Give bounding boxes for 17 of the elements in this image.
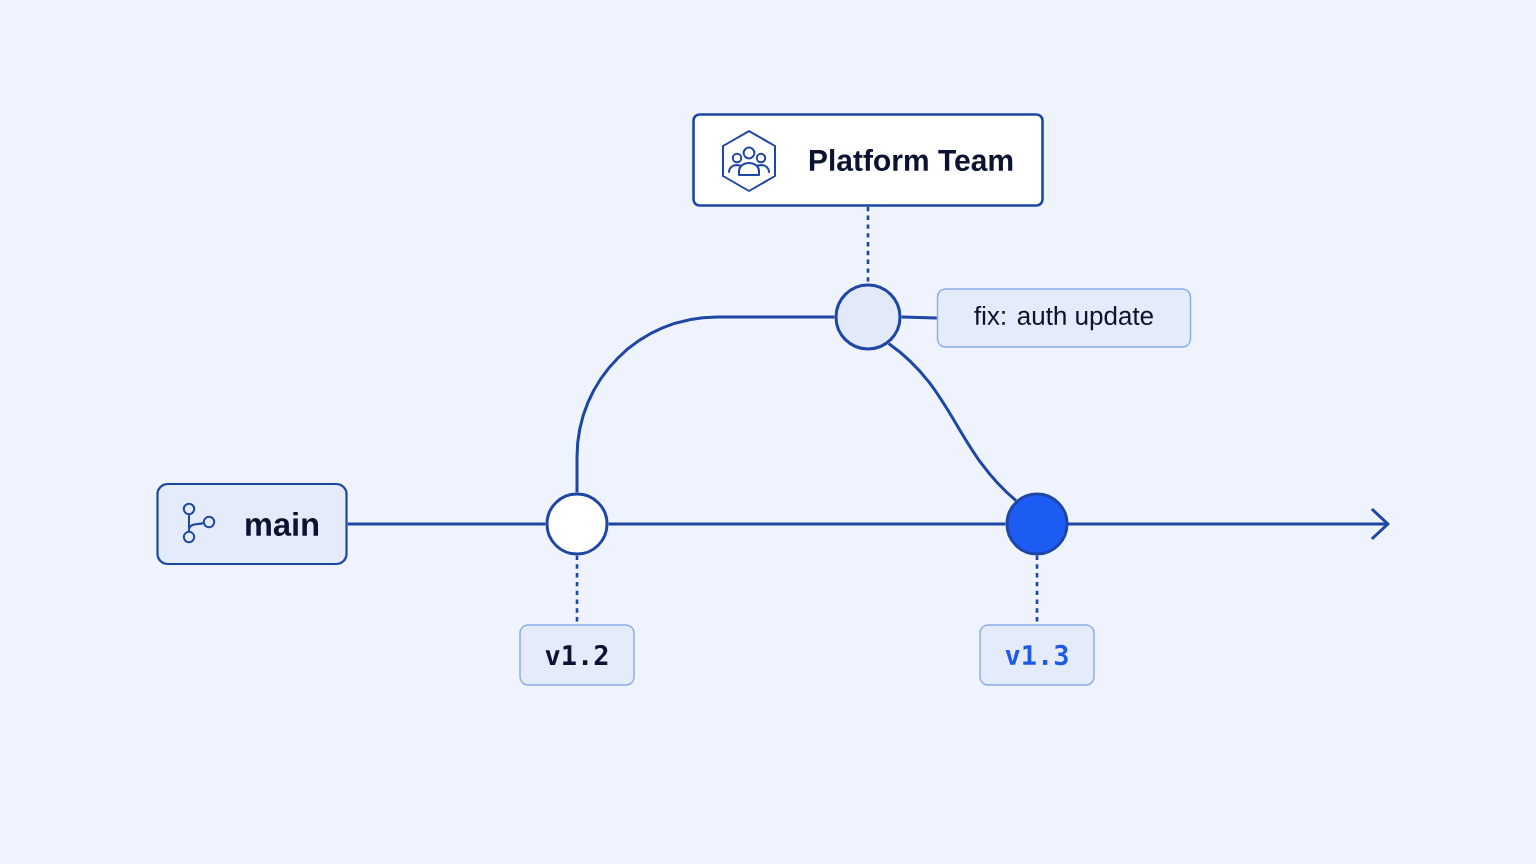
branch-curve	[887, 342, 1017, 502]
branch-curve	[575, 315, 835, 493]
timeline	[347, 522, 546, 526]
connector-line	[901, 315, 937, 320]
dotted-line	[575, 555, 579, 625]
commit-message-box: fix: auth update	[936, 288, 1192, 348]
dotted-line	[1035, 555, 1039, 625]
tag-box: v1.3	[979, 624, 1095, 686]
tag-box: v1.2	[519, 624, 635, 686]
arrow	[1067, 507, 1390, 541]
timeline	[608, 522, 1006, 526]
commit-circle	[545, 492, 609, 556]
commit-circle	[1005, 492, 1069, 556]
branch-box: main	[156, 482, 348, 566]
team-box: Platform Team	[692, 113, 1044, 207]
dotted-line	[866, 206, 870, 284]
commit-circle	[834, 283, 902, 351]
